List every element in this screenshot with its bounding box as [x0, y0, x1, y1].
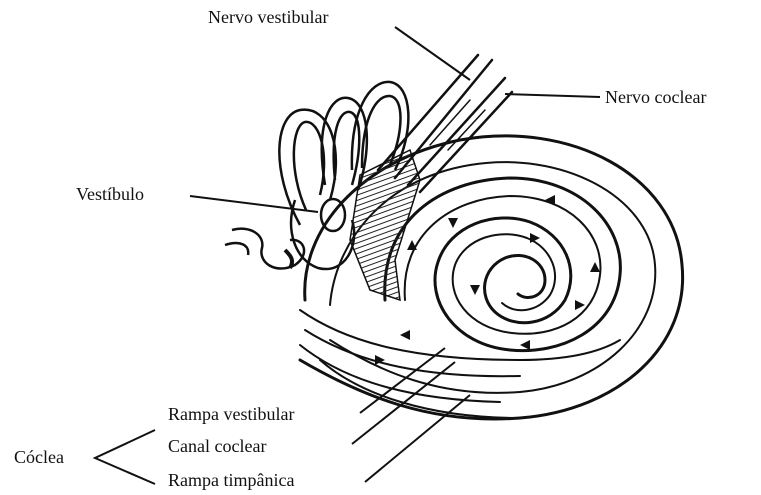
pointer-canal-coclear: [352, 362, 455, 444]
label-nervo-vestibular: Nervo vestibular: [208, 7, 328, 27]
label-vestibulo: Vestíbulo: [76, 184, 144, 204]
cochlea-drawing: [300, 136, 683, 419]
cochlea-spiral: [385, 178, 621, 351]
label-canal-coclear: Canal coclear: [168, 436, 266, 456]
pointer-nervo-vestibular: [395, 27, 470, 80]
label-rampa-vestibular: Rampa vestibular: [168, 404, 294, 424]
label-nervo-coclear: Nervo coclear: [605, 87, 706, 107]
label-rampa-timpanica: Rampa timpânica: [168, 470, 294, 490]
rampa-timpanica-line: [300, 345, 500, 402]
pointer-vestibulo: [190, 196, 318, 212]
coclea-bracket: [95, 430, 155, 484]
pointer-nervo-coclear: [505, 94, 600, 97]
label-coclea: Cóclea: [14, 447, 64, 467]
modiolus-hatched: [350, 150, 420, 300]
pointer-rampa-timpanica: [365, 395, 470, 482]
